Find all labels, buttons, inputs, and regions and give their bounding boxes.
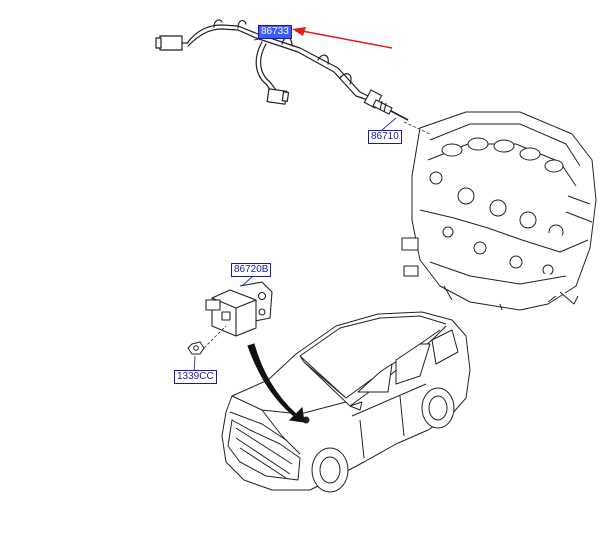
engine-block [401,111,597,311]
glow-relay-unit [205,281,273,337]
hex-nut [187,341,205,355]
location-pointer [247,343,305,423]
harness-connector-left [155,35,189,51]
dashed-leaders [203,121,431,349]
part-label-86733[interactable]: 86733 [258,25,292,39]
wiring-harness [155,19,373,105]
part-label-86710[interactable]: 86710 [368,130,402,144]
vehicle-outline [221,311,471,493]
red-arrow [292,27,393,49]
glow-plug [363,89,409,121]
harness-connector-bottom [266,88,290,105]
part-label-86720b[interactable]: 86720B [231,263,272,277]
part-label-1339cc[interactable]: 1339CC [174,370,217,384]
